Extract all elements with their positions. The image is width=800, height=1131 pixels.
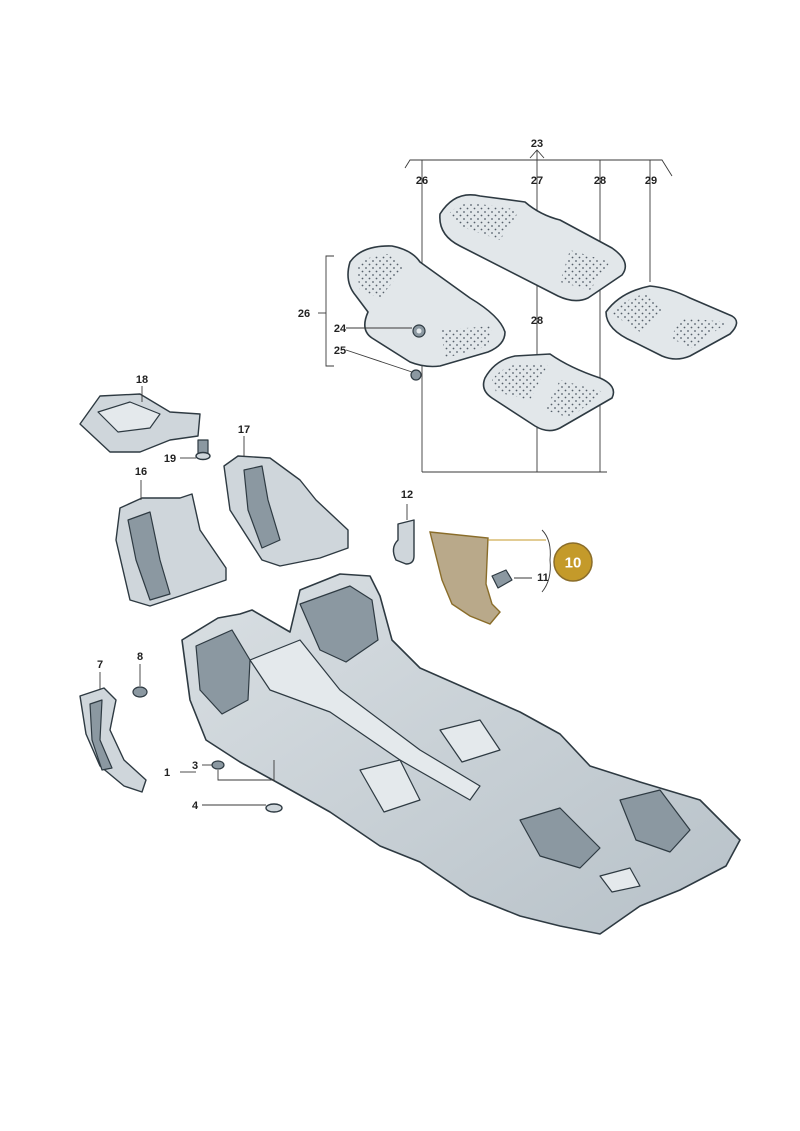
- label-1: 1: [164, 767, 170, 779]
- label-26-top: 26: [416, 175, 428, 187]
- part-7-trim: [79, 672, 147, 793]
- part-8-clip: [132, 664, 148, 698]
- label-28-lower: 28: [531, 315, 543, 327]
- part-18-shield: [79, 386, 201, 453]
- rear-left-mat: [439, 194, 627, 302]
- part-10-highlighted-trim[interactable]: [429, 531, 546, 625]
- label-23: 23: [531, 138, 543, 150]
- label-4: 4: [192, 800, 199, 812]
- bracket-10-11: [541, 529, 551, 593]
- bracket-23: [404, 159, 673, 177]
- part-17-footwell: [223, 436, 349, 567]
- label-27: 27: [531, 175, 543, 187]
- label-18: 18: [136, 374, 148, 386]
- label-24: 24: [334, 323, 347, 335]
- rear-right-mat: [482, 353, 615, 432]
- label-12: 12: [401, 489, 413, 501]
- part-3-fastener: [202, 760, 275, 781]
- leader-23: [529, 149, 545, 160]
- floor-mat-set: [318, 149, 738, 473]
- label-28-top: 28: [594, 175, 606, 187]
- part-4-fastener: [202, 803, 283, 813]
- label-11: 11: [537, 572, 549, 584]
- label-26-side: 26: [298, 308, 310, 320]
- bracket-26: [325, 255, 334, 367]
- label-19: 19: [164, 453, 176, 465]
- part-16-footwell: [115, 480, 227, 607]
- fastener-25: [410, 369, 422, 381]
- part-11-clip: [491, 529, 551, 593]
- part-1-floor-carpet: [180, 573, 741, 935]
- highlight-badge-text: 10: [565, 555, 582, 572]
- label-3: 3: [192, 760, 198, 772]
- label-29: 29: [645, 175, 657, 187]
- part-12-clip: [392, 504, 415, 565]
- label-16: 16: [135, 466, 147, 478]
- label-8: 8: [137, 651, 143, 663]
- front-left-mat: [347, 245, 506, 368]
- front-right-mat: [605, 285, 738, 360]
- label-7: 7: [97, 659, 103, 671]
- highlight-badge[interactable]: 10: [553, 542, 593, 582]
- label-17: 17: [238, 424, 250, 436]
- part-19-bolt: [180, 439, 211, 461]
- label-25: 25: [334, 345, 346, 357]
